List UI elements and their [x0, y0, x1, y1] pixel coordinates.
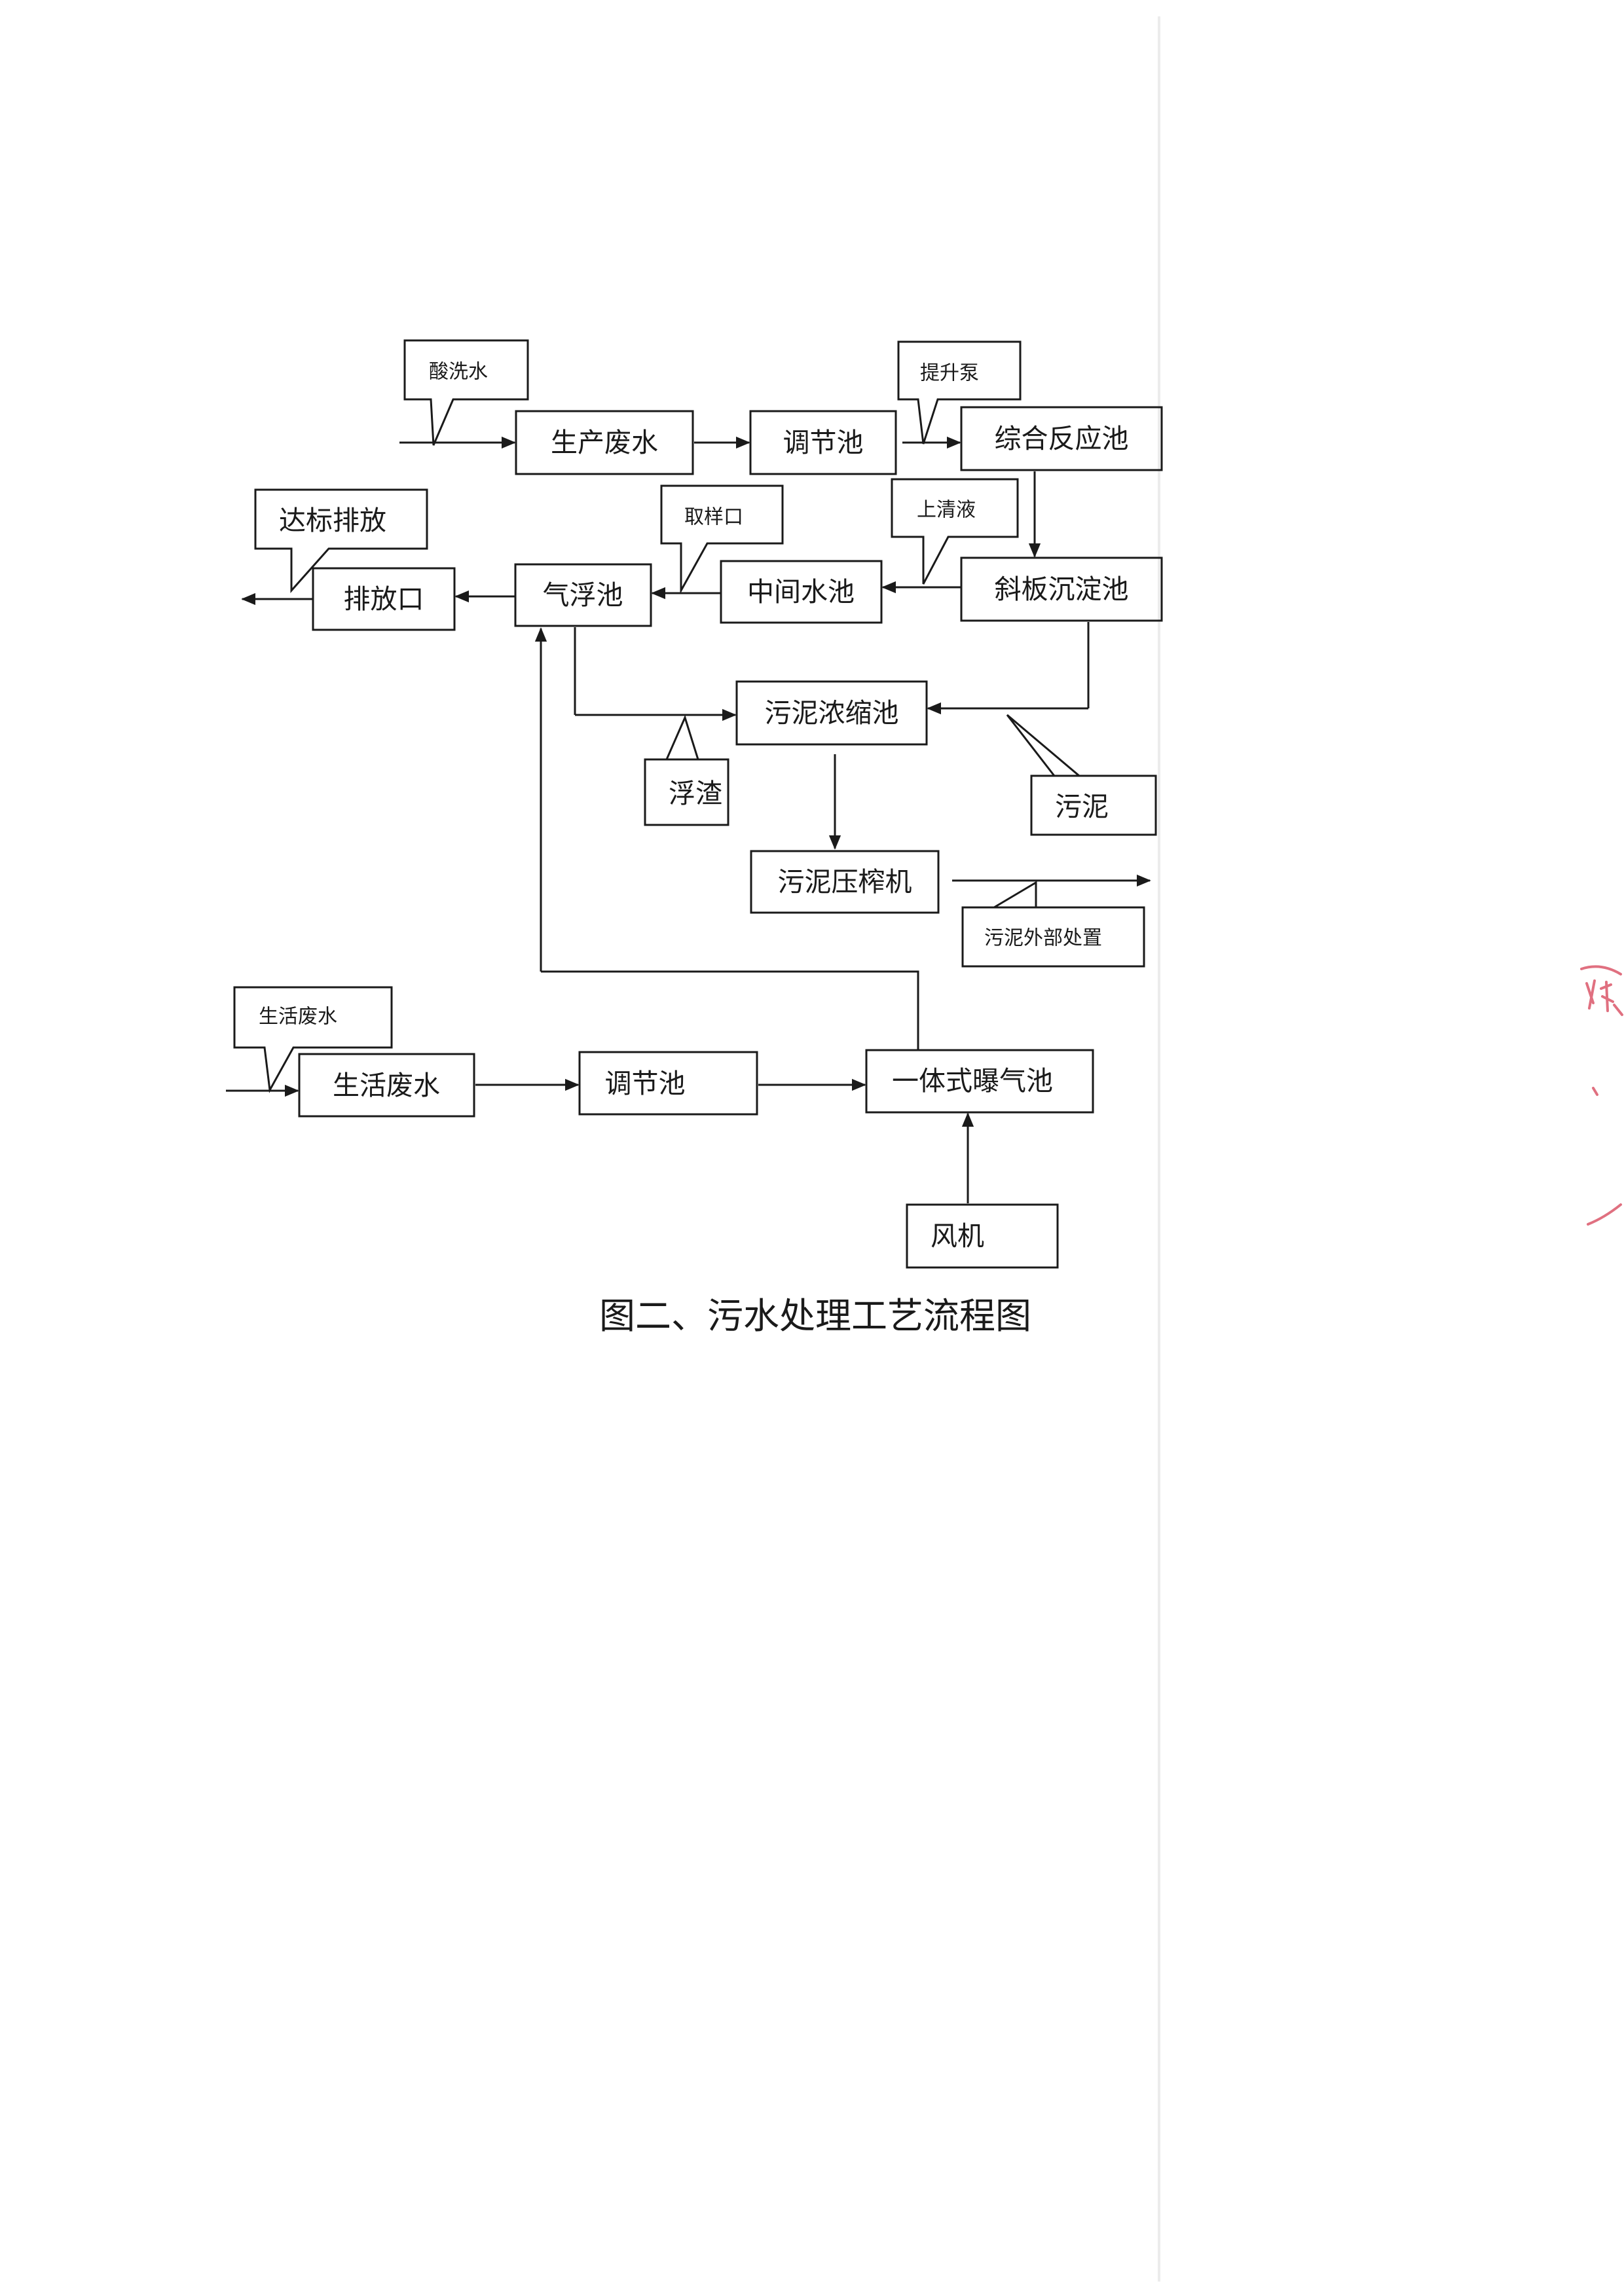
- box-air-flotation: [514, 563, 652, 627]
- callout-discharge-standard: [254, 488, 428, 593]
- label-prod-wastewater: 生产废水: [551, 427, 658, 458]
- label-incline-plate-settling: 斜板沉淀池: [995, 574, 1129, 605]
- callout-label-acid-wash-water: 酸洗水: [429, 361, 488, 384]
- box-incline-plate-settling: [960, 556, 1163, 622]
- callout-label-sampling-port: 取样口: [684, 506, 743, 529]
- box-equalization-2: [578, 1051, 758, 1116]
- callout-sludge: [1006, 714, 1157, 836]
- callout-scum: [644, 714, 729, 826]
- box-integrated-aeration: [865, 1049, 1094, 1114]
- seal-stamp-fragment: [1580, 965, 1623, 1226]
- callout-label-sludge: 污泥: [1055, 791, 1109, 822]
- label-sludge-press: 污泥压榨机: [778, 866, 912, 898]
- label-blower: 风机: [931, 1220, 984, 1252]
- callout-acid-wash-water: [403, 339, 529, 446]
- label-air-flotation: 气浮池: [543, 579, 623, 611]
- label-domestic-wastewater: 生活废水: [333, 1070, 440, 1101]
- label-equalization-2: 调节池: [605, 1068, 686, 1099]
- page-fold-line: [1158, 16, 1160, 2282]
- callout-domestic-wastewater-note: [233, 986, 393, 1093]
- callout-label-scum: 浮渣: [669, 778, 722, 809]
- callout-label-domestic-wastewater-note: 生活废水: [259, 1006, 337, 1029]
- figure-caption: 图二、污水处理工艺流程图: [599, 1295, 1031, 1337]
- flow-aeration-return-line: [541, 970, 919, 1050]
- callout-label-supernatant: 上清液: [917, 499, 976, 522]
- label-equalization-1: 调节池: [783, 427, 864, 458]
- callout-lift-pump: [897, 340, 1022, 445]
- callout-supernatant: [891, 478, 1019, 585]
- box-domestic-wastewater: [298, 1053, 475, 1118]
- label-comprehensive-reaction: 综合反应池: [995, 423, 1129, 454]
- box-comprehensive-reaction: [960, 406, 1163, 471]
- label-sludge-thickener: 污泥浓缩池: [765, 697, 899, 729]
- box-blower: [906, 1203, 1059, 1269]
- callout-label-lift-pump: 提升泵: [920, 362, 979, 385]
- callout-label-sludge-external-disposal: 污泥外部处置: [984, 927, 1102, 950]
- box-sludge-press: [750, 850, 940, 914]
- callout-sampling-port: [660, 484, 784, 594]
- label-discharge-outlet: 排放口: [344, 583, 424, 615]
- box-equalization-1: [749, 410, 897, 475]
- box-sludge-thickener: [735, 680, 928, 746]
- box-intermediate-tank: [720, 560, 883, 624]
- label-intermediate-tank: 中间水池: [747, 576, 855, 608]
- label-integrated-aeration: 一体式曝气池: [892, 1065, 1053, 1097]
- callout-label-discharge-standard: 达标排放: [279, 505, 386, 536]
- box-prod-wastewater: [515, 410, 694, 475]
- callout-sludge-external-disposal: [961, 881, 1145, 968]
